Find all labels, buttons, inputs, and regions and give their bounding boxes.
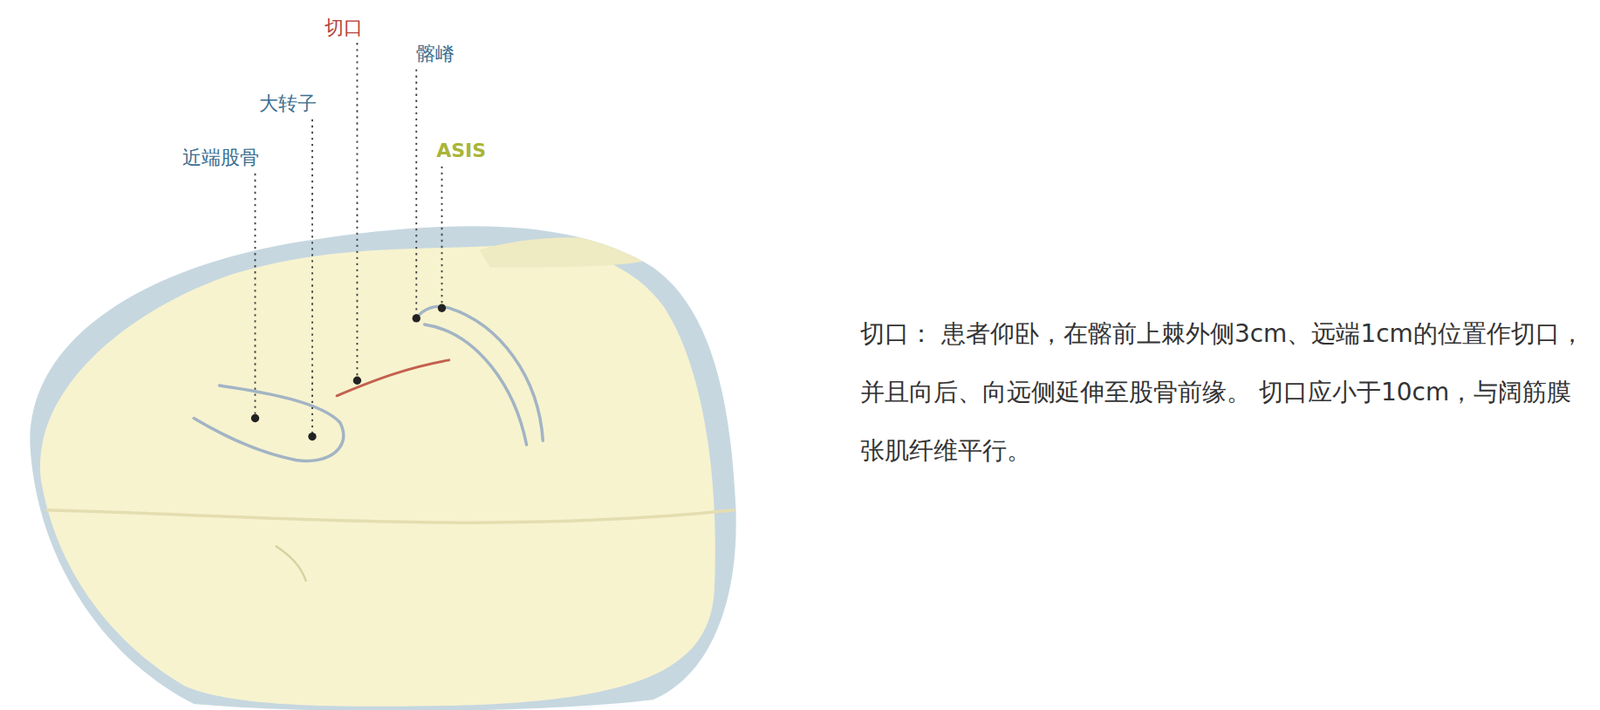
anchor-dot (353, 376, 362, 385)
anatomy-label: 髂嵴 (416, 43, 455, 65)
anchor-dot (251, 414, 260, 423)
illustration-group (0, 184, 776, 710)
anatomy-label: 大转子 (259, 93, 317, 115)
leader-line (441, 166, 444, 306)
incision-line (336, 360, 450, 397)
leader-line (355, 42, 358, 378)
anchor-dot (437, 304, 446, 313)
table-sheet (0, 184, 776, 710)
leader-lines (254, 42, 442, 434)
iliac-crest-outline (416, 306, 543, 445)
anchor-dot (307, 432, 316, 441)
leg-crease (46, 510, 735, 523)
leader-line (311, 119, 314, 434)
description-text: 切口： 患者仰卧，在髂前上棘外侧3cm、远端1cm的位置作切口，并且向后、向远侧… (860, 304, 1587, 480)
hip-body (40, 244, 716, 707)
leader-line (254, 173, 257, 416)
skin-fold (275, 546, 307, 582)
anatomy-label: 近端股骨 (182, 147, 260, 169)
anchor-dots (251, 304, 446, 442)
incision-label: 切口 (324, 16, 363, 38)
femur-outline (193, 385, 343, 461)
anatomy-label: ASIS (436, 140, 486, 162)
anchor-dot (412, 314, 421, 322)
leader-line (415, 69, 418, 316)
abdomen-shade (479, 237, 664, 267)
